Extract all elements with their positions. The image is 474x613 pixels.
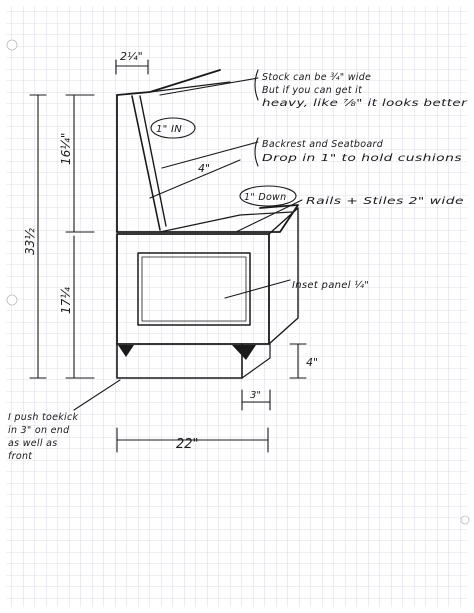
toekick — [116, 343, 243, 379]
leader-inset — [224, 279, 291, 299]
label-one-inch-in: 1" IN — [156, 124, 182, 135]
dim-overall-height: 33½ — [23, 228, 37, 255]
note-toekick-line3: as well as — [8, 438, 57, 449]
dim-toekick-depth: 3" — [250, 390, 261, 401]
note-backrest-line1: Backrest and Seatboard — [262, 139, 384, 150]
dim-line-overall-height — [29, 94, 47, 379]
bench-drawing — [116, 69, 299, 379]
note-stock: Stock can be ¾" wide But if you can get … — [262, 72, 468, 109]
dim-line-toekick-depth — [241, 389, 271, 411]
note-backrest-line2: Drop in 1" to hold cushions — [262, 153, 462, 164]
dimension-lines — [29, 59, 307, 453]
leader-rails — [235, 199, 303, 233]
dim-line-seat-height — [65, 235, 95, 379]
seat-top — [116, 204, 299, 233]
binder-hole-middle — [6, 294, 18, 306]
note-toekick-line1: I push toekick — [8, 412, 79, 423]
corner-block-right — [232, 345, 256, 360]
corner-block-left — [118, 345, 134, 357]
note-stock-line1: Stock can be ¾" wide — [262, 72, 371, 83]
note-rails: Rails + Stiles 2" wide — [306, 196, 464, 207]
leader-backrest — [161, 141, 259, 169]
dim-top-section: 16¼" — [59, 133, 73, 165]
label-one-inch-down: 1" Down — [244, 192, 286, 203]
dim-line-toekick-height — [289, 343, 307, 379]
dim-backrest-thickness: 2¼" — [120, 50, 143, 63]
note-stock-line2: But if you can get it — [262, 85, 363, 96]
binder-hole-top — [6, 39, 18, 51]
bracket-stock — [254, 69, 259, 101]
base-box — [116, 233, 270, 345]
note-inset: Inset panel ¼" — [292, 279, 369, 291]
dim-line-top-section — [65, 94, 95, 233]
base-side — [268, 207, 299, 345]
dim-line-backrest-thickness — [115, 59, 149, 75]
binder-hole-bottom — [460, 515, 470, 525]
dim-toekick-height: 4" — [306, 356, 318, 369]
bracket-backrest — [254, 137, 259, 167]
inset-panel-inner — [141, 256, 247, 322]
note-toekick: I push toekick in 3" on end as well as f… — [8, 412, 79, 462]
backrest-cap-line — [149, 81, 231, 93]
callout-one-inch-down — [239, 185, 297, 207]
backrest-slope — [131, 95, 161, 231]
graph-grid — [6, 6, 468, 607]
toekick-side — [241, 343, 271, 379]
dim-seat-height: 17¼ — [59, 287, 73, 314]
leader-toekick — [73, 379, 121, 411]
note-toekick-line4: front — [8, 451, 33, 462]
callout-one-inch-in — [150, 117, 196, 139]
dim-line-depth — [149, 159, 241, 199]
backrest-slope-inner — [139, 95, 167, 227]
dim-overall-width: 22" — [176, 437, 199, 452]
note-toekick-line2: in 3" on end — [8, 425, 70, 436]
dim-line-overall-width — [116, 427, 269, 453]
leader-arrows — [73, 69, 303, 411]
leader-stock — [159, 77, 259, 96]
dim-depth: 4" — [198, 162, 210, 175]
note-stock-line3: heavy, like ⅞" it looks better — [262, 98, 468, 109]
inset-panel — [137, 252, 251, 326]
note-backrest: Backrest and Seatboard Drop in 1" to hol… — [262, 139, 462, 164]
